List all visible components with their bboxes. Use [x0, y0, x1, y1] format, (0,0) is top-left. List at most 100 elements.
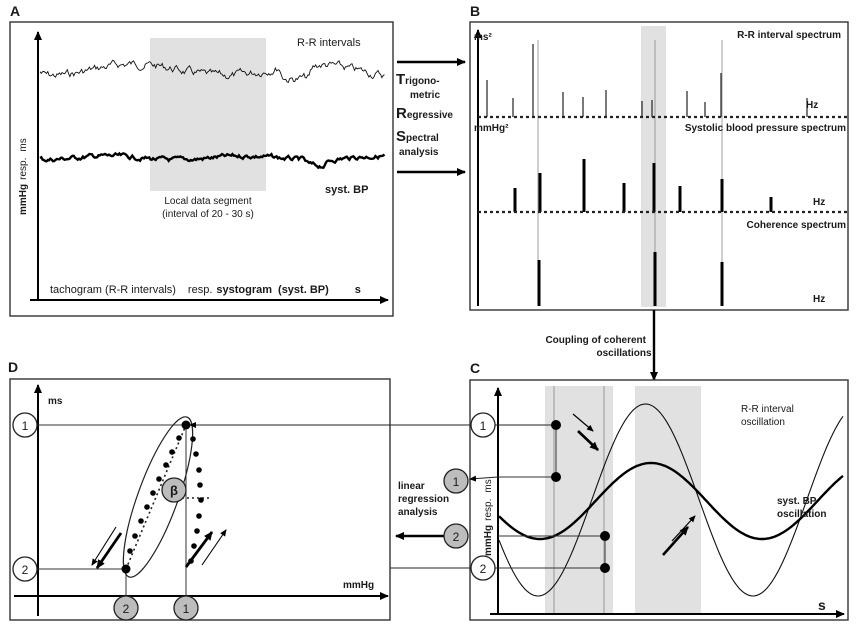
panel-b-unit-ms: ms²	[474, 32, 492, 43]
panel-c-marker-2-gray-label: 2	[453, 530, 460, 544]
panel-a-segment-line1: Local data segment	[164, 196, 252, 207]
panel-b-letter: B	[470, 3, 480, 19]
scatter-dot	[156, 476, 162, 482]
panel-c-marker-1	[470, 412, 496, 438]
scatter-dot	[197, 482, 203, 488]
linreg-line-3: analysis	[398, 507, 438, 518]
panel-a-rr-trace	[39, 59, 385, 84]
panel-c-marker-1-label: 1	[480, 419, 487, 433]
panel-a-letter: A	[10, 3, 20, 19]
panel-c-letter: C	[470, 360, 480, 376]
scatter-dot	[144, 504, 150, 510]
panel-d-letter: D	[8, 359, 18, 375]
panel-d-arrow-thick-left	[95, 532, 123, 569]
scatter-dot	[194, 528, 200, 534]
panel-b-hz-1: Hz	[806, 100, 818, 111]
panel-a-y-label: mmHgresp.ms	[18, 138, 29, 215]
panel-d-arrow-thick-right	[184, 531, 214, 568]
panel-c-marker-2-label: 2	[480, 562, 487, 576]
panel-c-marker-1-gray-label: 1	[453, 475, 460, 489]
panel-d-marker-x1-label: 1	[183, 602, 190, 616]
panel-d-arrow-thin-left	[91, 526, 117, 566]
panel-d-marker-y1	[12, 412, 38, 438]
panel-d-point-1	[181, 420, 191, 430]
trsa-line-1: Trigono-	[396, 71, 440, 88]
trsa-line-4: Spectral	[396, 128, 439, 145]
scatter-dot	[132, 533, 138, 539]
panel-a-rr-label: R-R intervals	[297, 37, 361, 49]
panel-c-point-1b	[551, 472, 561, 482]
trsa-line-5: analysis	[399, 147, 439, 158]
panel-c-rr-osc-line2: oscillation	[741, 417, 785, 428]
panel-d-arrow-thin-right	[201, 529, 227, 566]
scatter-dot	[196, 467, 202, 473]
panel-c-bp-osc-line2: oscillation	[777, 509, 826, 520]
panel-d-x-label: mmHg	[343, 580, 374, 591]
panel-c-arrow-thin-down	[572, 413, 594, 432]
panel-d-regression-line	[125, 424, 187, 570]
scatter-dot	[138, 518, 144, 524]
scatter-dot	[196, 513, 202, 519]
panel-b-sbp-spectrum-label: Systolic blood pressure spectrum	[685, 123, 846, 134]
panel-a-bp-label: syst. BP	[325, 184, 368, 196]
panel-c-y-label: mmHgresp.ms	[483, 479, 494, 556]
trsa-line-3: Regressive	[396, 105, 453, 122]
panel-a-segment-line2: (interval of 20 - 30 s)	[162, 209, 254, 220]
coupling-line-2: oscillations	[596, 348, 651, 359]
panel-a-segment-shade	[150, 38, 266, 191]
panel-d-beta-circle	[161, 477, 187, 503]
panel-c-shade-edge-2	[603, 386, 605, 614]
panel-c-shade-2	[635, 386, 701, 614]
panel-d-marker-y2	[12, 556, 38, 582]
panel-c-x-label: s	[818, 597, 826, 613]
panel-c-point-1a	[551, 420, 561, 430]
panel-d-marker-y2-label: 2	[22, 563, 29, 577]
panel-c-marker-2	[470, 555, 496, 581]
panel-b-rr-spectrum-label: R-R interval spectrum	[737, 30, 841, 41]
scatter-dot	[150, 490, 156, 496]
linreg-line-2: regression	[398, 494, 449, 505]
panel-a-x-caption: tachogram (R-R intervals)resp.systogram(…	[50, 284, 361, 296]
panel-c-point-2a	[600, 531, 610, 541]
panel-d-point-2	[121, 564, 131, 574]
trsa-line-2: metric	[410, 90, 440, 101]
panel-a-bp-trace	[39, 151, 386, 170]
panel-b-bp-spikes	[513, 159, 773, 212]
panel-d-ellipse	[122, 416, 194, 578]
panel-d-beta: β	[170, 483, 178, 498]
panel-c-bp-oscillation	[498, 461, 844, 541]
panel-c-bp-osc-line1: syst. BP	[777, 496, 817, 507]
scatter-dot	[176, 435, 182, 441]
panel-c-rr-oscillation	[498, 403, 844, 597]
panel-c-arrow-thick-down	[577, 430, 599, 451]
panel-d-marker-x2	[113, 595, 139, 621]
panel-c-point-2b	[600, 563, 610, 573]
scatter-dot	[198, 497, 204, 503]
scatter-dot	[127, 548, 133, 554]
panel-b-coherence-label: Coherence spectrum	[747, 220, 847, 231]
panel-c-shade-edge-1	[553, 386, 555, 614]
panel-c-arrow-to-gray-1	[469, 475, 499, 482]
panel-b-hz-2: Hz	[813, 197, 825, 208]
panel-b-hz-3: Hz	[813, 294, 825, 305]
linreg-line-1: linear	[398, 481, 425, 492]
scatter-dot	[190, 436, 196, 442]
scatter-dot	[191, 543, 197, 549]
panel-d-marker-x2-label: 2	[123, 602, 130, 616]
scatter-dot	[163, 462, 169, 468]
coupling-line-1: Coupling of coherent	[545, 335, 646, 346]
panel-d-y-label: ms	[48, 396, 63, 407]
panel-c-arrow-thin-up	[671, 515, 696, 542]
panel-d-marker-x1	[173, 595, 199, 621]
panel-c-marker-2-gray	[443, 523, 469, 549]
scatter-dot	[193, 451, 199, 457]
panel-c-rr-osc-line1: R-R interval	[741, 404, 794, 415]
scatter-dot	[169, 449, 175, 455]
panel-b-rr-spikes	[486, 44, 808, 117]
panel-c-arrow-thick-up	[662, 526, 689, 556]
panel-c-marker-1-gray	[443, 468, 469, 494]
panel-b-coherence-spikes	[537, 252, 724, 306]
panel-d-marker-y1-label: 1	[22, 419, 29, 433]
panel-b-unit-mmhg: mmHg²	[474, 123, 509, 134]
